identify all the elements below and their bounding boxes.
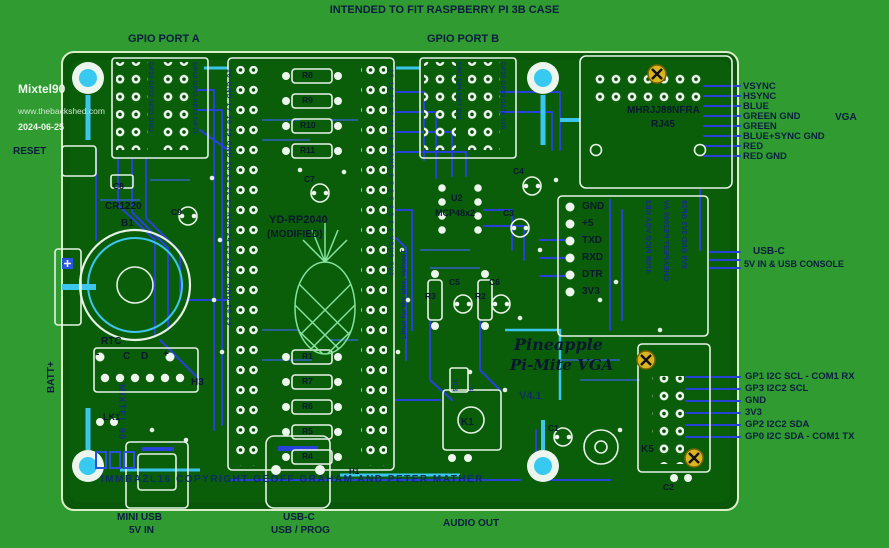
cap-ref-label: C6 xyxy=(489,277,500,287)
r2-ref-label: R2 xyxy=(475,291,486,301)
resistor-ref-label: R5 xyxy=(302,426,313,436)
cap-ref-label: C2 xyxy=(663,482,674,492)
uart-pin-label: TXD xyxy=(582,235,602,246)
mini-usb-sub-label: 5V IN xyxy=(129,525,155,536)
i2c-pin-label: GP1 I2C SCL - COM1 RX xyxy=(745,371,855,382)
resistor-ref-label: R4 xyxy=(302,451,313,461)
k1-ref-label: K1 xyxy=(461,417,474,428)
rtc-pin-label: - xyxy=(96,349,100,360)
mirror-silkscreen-text-inner: 5V5 GND 3V3 GP28 xyxy=(680,200,689,269)
i2c-pin-label: GP3 I2C2 SCL xyxy=(745,383,809,394)
b1-ref-label: B1 xyxy=(121,218,134,229)
cap-ref-label: C1 xyxy=(548,423,559,433)
port-a-pins-label: GP10 GP11 GP12 GP13 xyxy=(191,62,198,134)
usbc-right-sub-label: 5V IN & USB CONSOLE xyxy=(744,259,845,269)
mirror-silkscreen-text: CHEAPEST PS2000 AV xyxy=(662,200,671,282)
usbc-bottom-sub-label: USB / PROG xyxy=(271,525,330,536)
cap-ref-label: C7 xyxy=(304,174,315,184)
l3-label: 3L xyxy=(467,387,474,395)
rtc-pin-label: + xyxy=(163,349,169,360)
mirror-silkscreen-text: 5V5 GND 3V3 GP28 xyxy=(680,200,689,269)
rtc-pin-label: C xyxy=(123,351,131,362)
sls-label: SLS xyxy=(451,379,458,392)
product-name-label: Pineapple xyxy=(514,335,603,354)
uart-pin-label: DTR xyxy=(582,269,603,280)
reset-label: RESET xyxy=(13,146,47,157)
i2c-pin-label: 3V3 xyxy=(745,407,762,418)
vga-pin-label: BLUE xyxy=(743,101,769,112)
resistor-ref-label: R9 xyxy=(302,95,313,105)
usbc-right-label: USB-C xyxy=(753,246,785,257)
vga-label: VGA xyxy=(835,112,857,123)
brand-date-label: 2024-06-25 xyxy=(18,122,65,132)
vga-pin-label: RED xyxy=(743,141,764,152)
vga-pin-label: VSYNC xyxy=(743,81,776,92)
cap-ref-label: C8 xyxy=(113,181,124,191)
chip-modified-label: (MODIFIED) xyxy=(267,229,323,240)
cap-ref-label: C4 xyxy=(513,166,524,176)
cap-ref-label: C3 xyxy=(503,208,514,218)
resistor-ref-label: R10 xyxy=(300,120,316,130)
uart-pin-label: 3V3 xyxy=(582,286,600,297)
vga-pin-label: BLUE+SYNC GND xyxy=(743,131,825,142)
rtc-label: RTC xyxy=(101,336,122,347)
port-b-pins-label: GND GP6 GP7 3V3 xyxy=(455,62,462,120)
resistor-ref-label: R6 xyxy=(302,401,313,411)
u2-ref-label: U2 xyxy=(451,193,463,203)
k5-ref-label: K5 xyxy=(641,444,654,455)
brand-url-label: www.thebackshed.com xyxy=(18,106,105,116)
chip-pins-right-label: 15 14 13 12 11 10 9 GND 8 7 6 5 4 3 2 1 … xyxy=(387,69,394,277)
port-b-pins-label: GP20 GP23 DATA 5V0 xyxy=(499,62,506,130)
vga-pin-label: HSYNC xyxy=(743,91,777,102)
usbc-bottom-label: USB-C xyxy=(283,512,315,523)
rj45-part-label: MHRJJ88NFRA xyxy=(627,105,700,116)
i2c-pin-label: GP2 I2C2 SDA xyxy=(745,419,810,430)
mixtel-vertical-label: MIXTEL 90 xyxy=(117,384,127,441)
batt-label: BATT+ xyxy=(46,361,57,393)
audio-out-label: AUDIO OUT xyxy=(443,518,500,529)
port-a-pins-label: GP26 GP22 GP21 GND xyxy=(147,62,154,132)
mini-usb-label: MINI USB xyxy=(117,512,162,523)
resistor-ref-label: R1 xyxy=(302,351,313,361)
resistor-ref-label: R11 xyxy=(300,145,316,155)
battery-type-label: CR1220 xyxy=(105,201,142,212)
gpio-port-a-label: GPIO PORT A xyxy=(128,33,200,45)
mirror-silkscreen-text-inner: CHEAPEST PS2000 AV xyxy=(662,200,671,282)
note-vertical-label: Linux for the idea, VolnouT xyxy=(401,249,408,339)
chip-pins-left-label: 16 GND 17 18 19 GND 20 21 22 23 RUN 24 2… xyxy=(225,69,232,327)
resistor-ref-label: R8 xyxy=(302,70,313,80)
cap-ref-label: C9 xyxy=(171,207,182,217)
chip-name-label: YD-RP2040 xyxy=(269,214,328,226)
uart-pin-label: +5 xyxy=(582,218,594,229)
vga-pin-label: GREEN GND xyxy=(743,111,801,122)
mirror-silkscreen-text: 470R PICO VGA KB3 xyxy=(644,200,653,274)
i2c-pin-label: GND xyxy=(745,395,767,406)
copyright-label: IMMBAZL16 COPYRIGHT GEOFF GRAHAM AND PET… xyxy=(101,474,484,485)
product-name2-label: Pi-Mite VGA xyxy=(510,356,614,374)
gpio-port-b-label: GPIO PORT B xyxy=(427,33,500,45)
cap-ref-label: C5 xyxy=(449,277,460,287)
mirror-silkscreen-text-inner: 470R PICO VGA KB3 xyxy=(644,200,653,274)
rj45-label: RJ45 xyxy=(651,119,675,130)
i2c-pin-label: GP0 I2C SDA - COM1 TX xyxy=(745,431,855,442)
lk1-ref-label: LK1 xyxy=(103,412,121,422)
h1-ref-label: H1 xyxy=(349,467,360,476)
page-title: INTENDED TO FIT RASPBERRY PI 3B CASE xyxy=(329,4,560,16)
brand-label: Mixtel90 xyxy=(18,82,66,96)
h3-ref-label: H3 xyxy=(191,377,204,388)
vga-pin-label: RED GND xyxy=(743,151,787,162)
vga-pin-label: GREEN xyxy=(743,121,777,132)
u2-part-label: MCP48x2 xyxy=(435,208,476,218)
rtc-pin-label: D xyxy=(141,351,149,362)
resistor-ref-label: R7 xyxy=(302,376,313,386)
uart-pin-label: GND xyxy=(582,201,605,212)
version-label: V4.1 xyxy=(519,390,542,402)
r3-ref-label: R3 xyxy=(425,291,436,301)
uart-pin-label: RXD xyxy=(582,252,604,263)
